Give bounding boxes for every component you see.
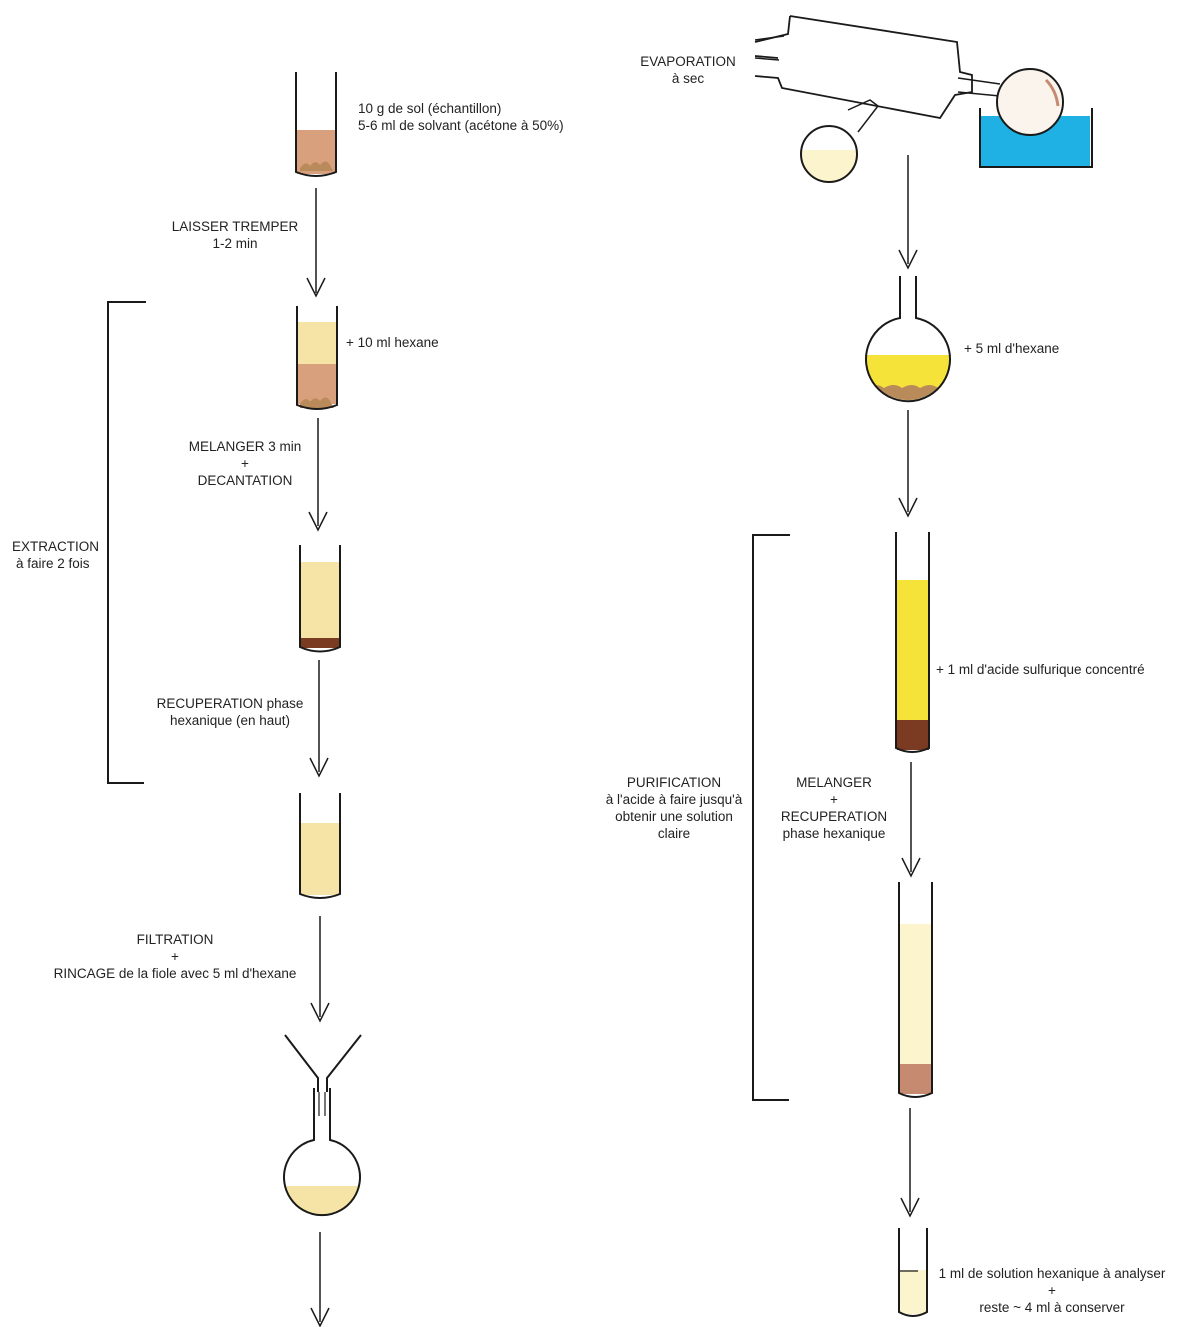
tube-decanted xyxy=(299,545,341,653)
soil-particles xyxy=(300,397,334,408)
condenser-inlet xyxy=(754,35,785,61)
hexane-layer xyxy=(301,823,339,895)
tube-outline xyxy=(898,882,933,1098)
extraction-line-1: EXTRACTION xyxy=(12,539,100,554)
sample-line-1: 10 g de sol (échantillon) xyxy=(358,101,502,116)
evaporation-line-1: EVAPORATION xyxy=(640,54,736,69)
tube-acid xyxy=(895,532,930,753)
final-line-3: reste ~ 4 ml à conserver xyxy=(979,1300,1125,1315)
filtration-line-1: FILTRATION xyxy=(136,932,214,947)
final-line-1: 1 ml de solution hexanique à analyser xyxy=(938,1266,1166,1281)
rotary-evaporator xyxy=(754,15,1093,183)
hexane-layer xyxy=(900,924,932,1064)
purification-line-3: obtenir une solution xyxy=(615,809,733,824)
tube-purified xyxy=(898,882,933,1098)
flask-neck-inner xyxy=(318,1092,326,1116)
recovery-line-1: RECUPERATION phase xyxy=(156,696,304,711)
soak-label: LAISSER TREMPER 1-2 min xyxy=(160,218,310,252)
purification-line-2: à l'acide à faire jusqu'à xyxy=(605,792,743,807)
arrow-3-head xyxy=(309,757,329,778)
evaporation-line-2: à sec xyxy=(671,71,705,86)
water-bath-outline xyxy=(979,108,1093,168)
flask-residue xyxy=(866,385,950,400)
receiver-flask xyxy=(800,125,858,183)
mix-line-1: MELANGER 3 min xyxy=(188,439,302,454)
extraction-label: EXTRACTION à faire 2 fois xyxy=(12,538,99,572)
soak-line-1: LAISSER TREMPER xyxy=(171,219,299,234)
tube-outline xyxy=(295,72,337,177)
purification-line-1: PURIFICATION xyxy=(626,775,722,790)
mix-line-3: DECANTATION xyxy=(197,473,293,488)
filtration-line-2: + xyxy=(171,949,179,964)
evaporation-label: EVAPORATION à sec xyxy=(628,53,748,87)
arrow-r3-head xyxy=(901,857,921,878)
purification-bracket xyxy=(752,534,790,1101)
purification-label: PURIFICATION à l'acide à faire jusqu'à o… xyxy=(598,774,750,842)
flask-outline xyxy=(865,276,951,403)
purification-line-4: claire xyxy=(657,826,691,841)
extraction-bracket xyxy=(107,301,146,784)
flask-residue xyxy=(1044,78,1060,107)
tube-outline xyxy=(296,306,338,410)
arrow-r2-head xyxy=(898,497,918,518)
arrow-1-head xyxy=(306,277,326,298)
funnel-icon xyxy=(284,1034,362,1092)
soak-line-2: 1-2 min xyxy=(212,236,258,251)
extraction-line-2: à faire 2 fois xyxy=(16,556,90,571)
mix-recovery-line-3: RECUPERATION xyxy=(780,809,888,824)
final-label: 1 ml de solution hexanique à analyser + … xyxy=(932,1265,1172,1316)
arrow-2-head xyxy=(308,511,328,532)
tube-final xyxy=(898,1228,928,1317)
recovery-label: RECUPERATION phase hexanique (en haut) xyxy=(150,695,310,729)
mix-decant-label: MELANGER 3 min + DECANTATION xyxy=(170,438,320,489)
arrow-r4-head xyxy=(900,1197,920,1218)
sediment-layer xyxy=(301,638,339,648)
hexane-layer xyxy=(298,322,336,364)
filtration-label: FILTRATION + RINCAGE de la fiole avec 5 … xyxy=(40,931,310,982)
tube-outline xyxy=(895,532,930,753)
acid-layer xyxy=(897,720,929,750)
arrow-r1-head xyxy=(898,249,918,270)
tube-outline xyxy=(299,545,341,653)
mix-recovery-line-4: phase hexanique xyxy=(782,826,886,841)
sample-label: 10 g de sol (échantillon) 5-6 ml de solv… xyxy=(358,100,564,134)
soil-layer xyxy=(298,364,336,404)
acid-label-text: + 1 ml d'acide sulfurique concentré xyxy=(936,662,1145,677)
flask-outline xyxy=(283,1088,361,1217)
final-line-2: + xyxy=(1048,1283,1056,1298)
recovery-line-2: hexanique (en haut) xyxy=(169,713,291,728)
mix-recovery-line-1: MELANGER xyxy=(796,775,872,790)
mix-recovery-line-2: + xyxy=(830,792,838,807)
arrow-5-head xyxy=(310,1307,330,1327)
funnel-and-flask xyxy=(283,1034,362,1217)
flask-hexane xyxy=(865,276,951,403)
acid-layer xyxy=(900,1064,932,1094)
hexane-label-text: + 10 ml hexane xyxy=(346,335,439,350)
tube-soil-sample xyxy=(295,72,337,177)
tube-outline xyxy=(299,793,341,899)
tube-outline xyxy=(898,1228,928,1317)
hexane-layer xyxy=(897,580,929,720)
evaporating-flask xyxy=(996,68,1064,136)
rotor-shaft xyxy=(957,77,1001,97)
tube-hexane-added xyxy=(296,306,338,410)
tube-recovered-phase xyxy=(299,793,341,899)
acid-label: + 1 ml d'acide sulfurique concentré xyxy=(936,661,1145,678)
flask-hexane-label: + 5 ml d'hexane xyxy=(964,340,1059,357)
flask-hexane-text: + 5 ml d'hexane xyxy=(964,341,1060,356)
hexane-layer xyxy=(301,562,339,638)
mix-line-2: + xyxy=(241,456,249,471)
soil-particles xyxy=(300,161,333,171)
condenser-body xyxy=(754,15,973,119)
hexane-label: + 10 ml hexane xyxy=(346,334,439,351)
collector-neck xyxy=(847,99,880,133)
sample-line-2: 5-6 ml de solvant (acétone à 50%) xyxy=(358,118,564,133)
solution-layer xyxy=(900,1270,927,1314)
arrow-4-head xyxy=(310,1002,330,1023)
filtration-line-3: RINCAGE de la fiole avec 5 ml d'hexane xyxy=(53,966,297,981)
mix-recovery-label: MELANGER + RECUPERATION phase hexanique xyxy=(770,774,898,842)
